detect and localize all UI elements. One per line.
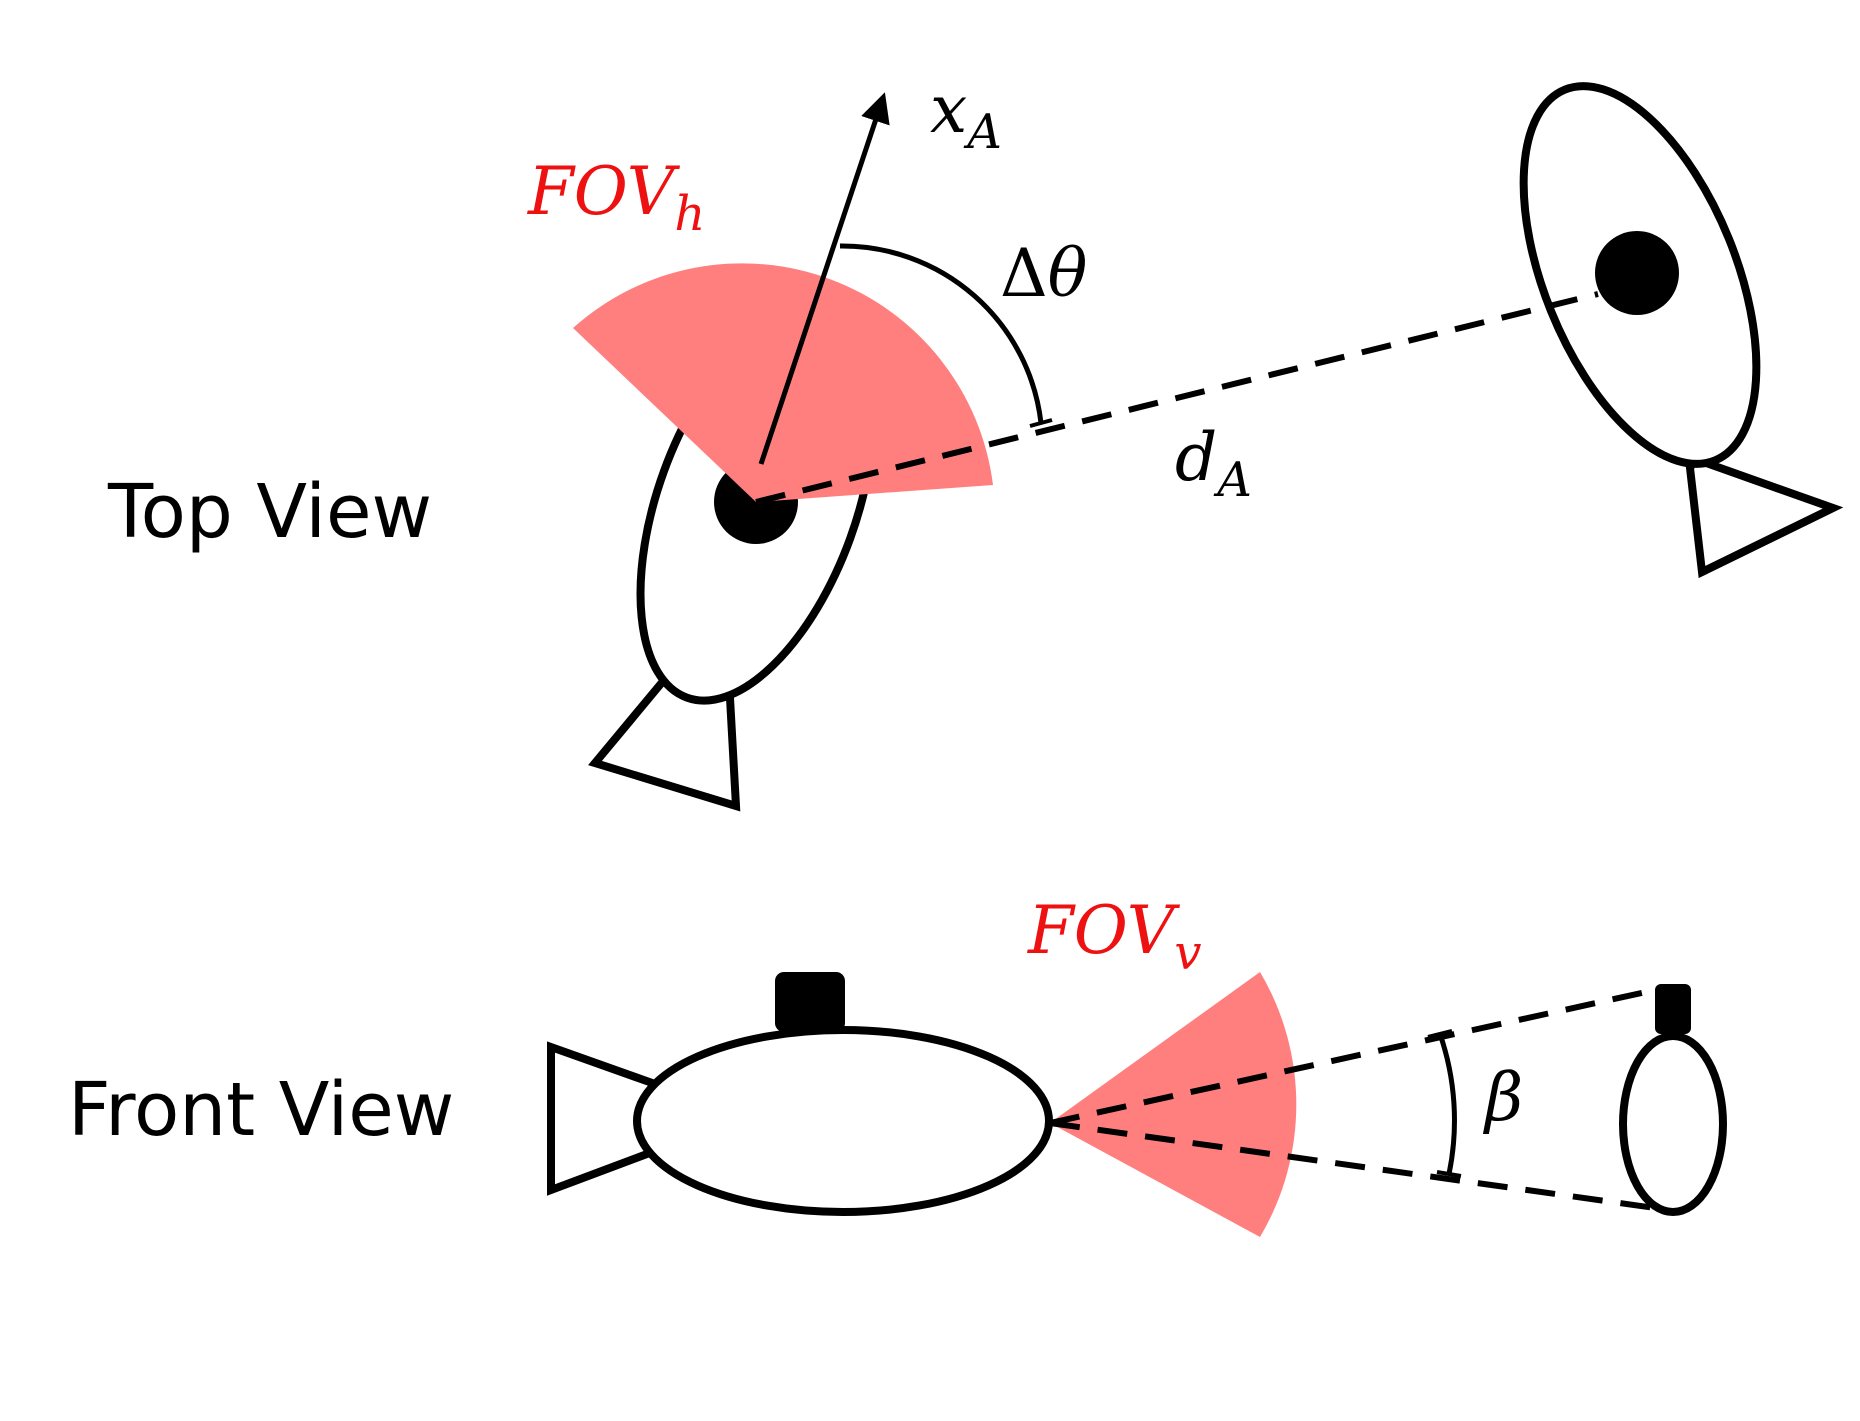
beta-arc-tick-top — [1427, 1029, 1453, 1039]
top-view: Top View xA FOVh — [107, 71, 1844, 812]
robot-b-center — [1595, 231, 1679, 315]
beta-label: β — [1482, 1059, 1523, 1136]
robot-b-front-sensor-mast — [1655, 984, 1691, 1034]
line-of-sight-upper — [1049, 987, 1656, 1126]
fov-h-wedge — [573, 263, 993, 502]
line-of-sight-lower — [1049, 1120, 1656, 1211]
top-view-label: Top View — [107, 469, 432, 555]
beta-arc — [1437, 1033, 1457, 1175]
fov-h-label: FOVh — [527, 153, 705, 242]
delta-theta-label: Δθ — [1000, 235, 1087, 312]
delta-theta-arc — [839, 243, 1044, 424]
front-view-label: Front View — [68, 1067, 454, 1153]
heading-axis-arrow — [758, 92, 890, 465]
robot-b-front — [1619, 984, 1727, 1216]
robot-a-front-sensor-mast — [775, 972, 845, 1032]
front-view: Front View FOVv β — [68, 892, 1727, 1237]
fov-v-label: FOVv — [1027, 892, 1202, 981]
fov-v-wedge — [1050, 972, 1297, 1237]
x-a-label: xA — [930, 71, 1002, 160]
line-of-sight-top — [755, 291, 1599, 505]
robot-a-front — [547, 972, 1053, 1216]
robot-a-front-body — [633, 1026, 1053, 1216]
distance-label: dA — [1175, 419, 1252, 508]
robot-b-front-body — [1619, 1032, 1727, 1216]
delta-theta-arc-tick — [1029, 418, 1053, 428]
beta-arc-tick-bottom — [1436, 1170, 1462, 1178]
robot-b-tail-fin — [1685, 454, 1844, 579]
robot-b-top — [1519, 82, 1844, 579]
